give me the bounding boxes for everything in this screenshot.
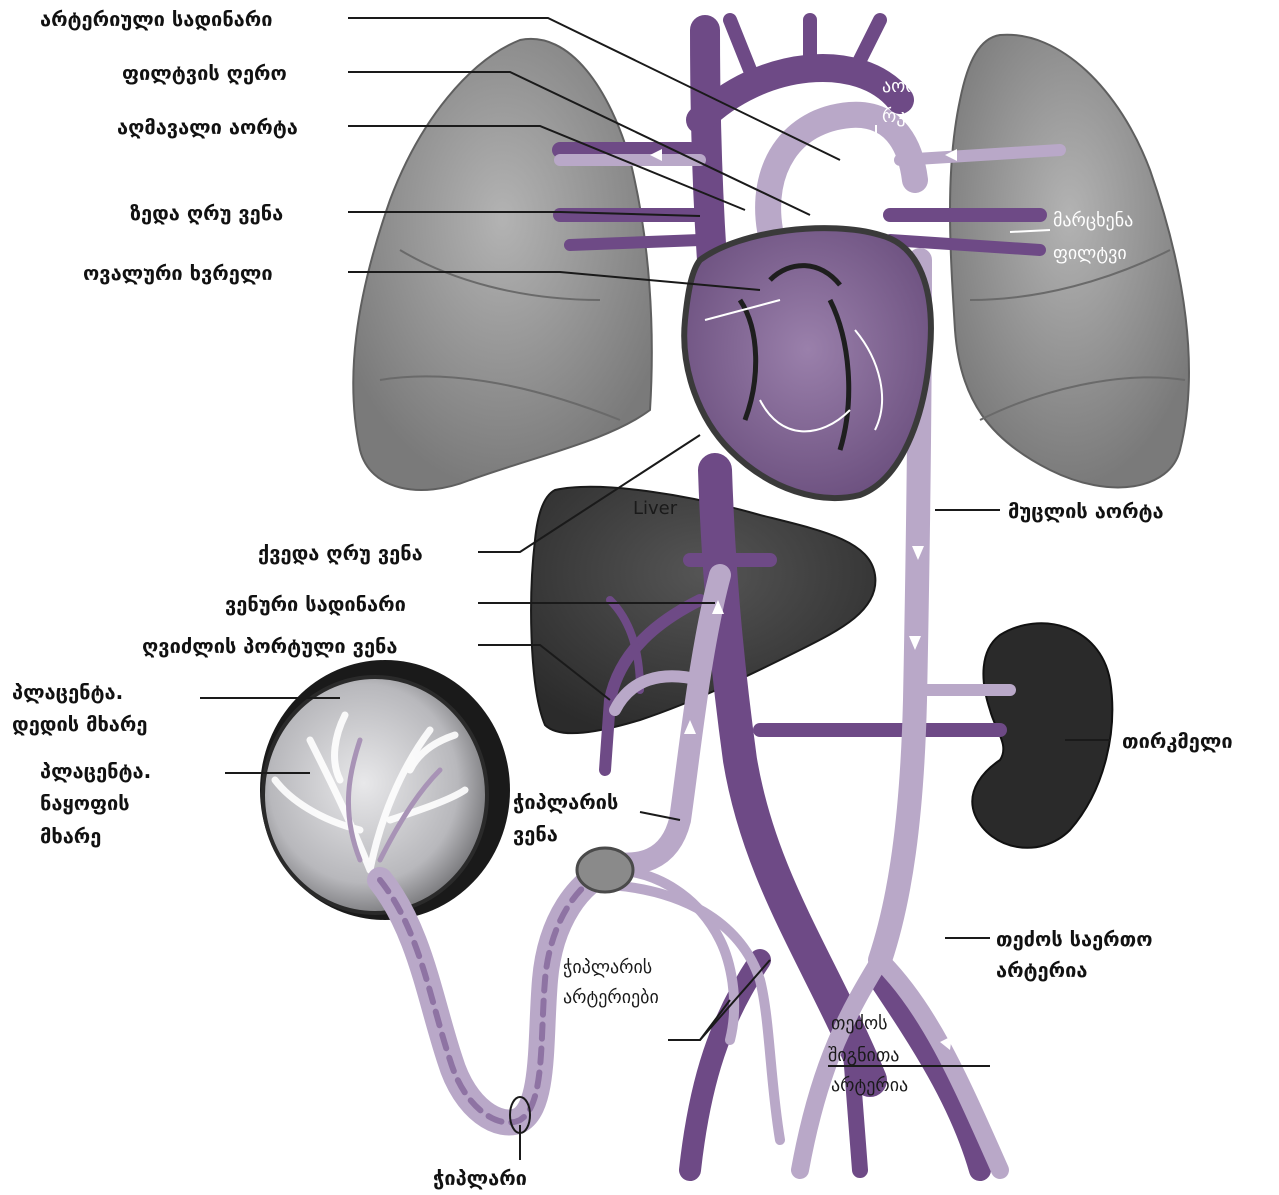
label-umbilical-vein-line1: ჭიპლარის [513,790,618,814]
label-placenta-maternal-line2: დედის მხარე [12,712,147,736]
label-internal-iliac-line2: შიგნითა [828,1045,899,1066]
label-umbilical-vein-line2: ვენა [513,822,558,846]
label-hepatic-portal-vein: ღვიძლის პორტული ვენა [142,634,397,658]
label-common-iliac-line1: თეძოს საერთო [996,927,1153,951]
label-ascending-aorta: აღმავალი აორტა [117,115,298,139]
label-placenta-fetal-line1: პლაცენტა. [40,759,151,783]
label-left-lung-line2: ფილტვი [1053,243,1127,264]
label-umbilical-cord: ჭიპლარი [433,1166,527,1190]
label-placenta-fetal-line3: მხარე [40,824,101,848]
label-aortic-arch-line1: აორტის [882,76,950,97]
label-aortic-arch-line2: რკალი [882,106,943,127]
label-ductus-venosus: ვენური სადინარი [225,592,406,616]
label-inferior-vena-cava: ქვედა ღრუ ვენა [258,541,423,565]
right-lung [353,39,652,490]
label-umbilical-arteries-line1: ჭიპლარის [563,957,652,978]
label-left-lung-line1: მარცხენა [1053,210,1133,231]
label-internal-iliac-line1: თეძოს [831,1013,888,1034]
liver-label: Liver [633,498,678,519]
label-foramen-ovale: ოვალური ხვრელი [83,261,273,285]
label-ductus-arteriosus: არტერიული სადინარი [40,7,273,31]
label-pulmonary-trunk: ფილტვის ღერო [122,61,287,85]
label-placenta-maternal-line1: პლაცენტა. [12,680,123,704]
label-internal-iliac-line3: არტერია [831,1075,908,1096]
label-common-iliac-line2: არტერია [996,958,1087,982]
label-kidney: თირკმელი [1122,729,1233,753]
label-descending-aorta: მუცლის აორტა [1008,499,1164,523]
label-superior-vena-cava: ზედა ღრუ ვენა [130,201,283,225]
label-placenta-fetal-line2: ნაყოფის [40,791,130,815]
label-umbilical-arteries-line2: არტერიები [563,987,659,1008]
